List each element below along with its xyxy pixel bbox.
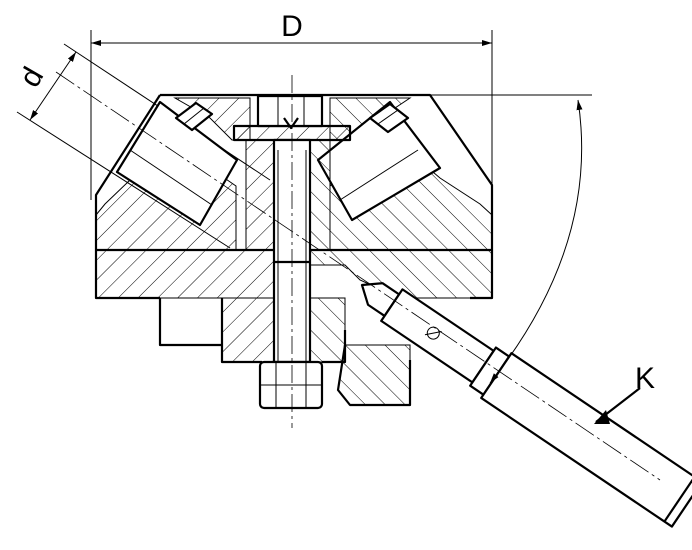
dimension-K: K [430, 94, 655, 424]
label-d: d [13, 62, 50, 93]
hex-nut [258, 360, 324, 410]
label-D: D [281, 10, 303, 43]
label-K: K [635, 362, 655, 395]
dimension-D: D [90, 10, 493, 200]
tool-axis [55, 71, 661, 481]
lower-body [94, 249, 494, 407]
left-jaw [115, 100, 239, 227]
